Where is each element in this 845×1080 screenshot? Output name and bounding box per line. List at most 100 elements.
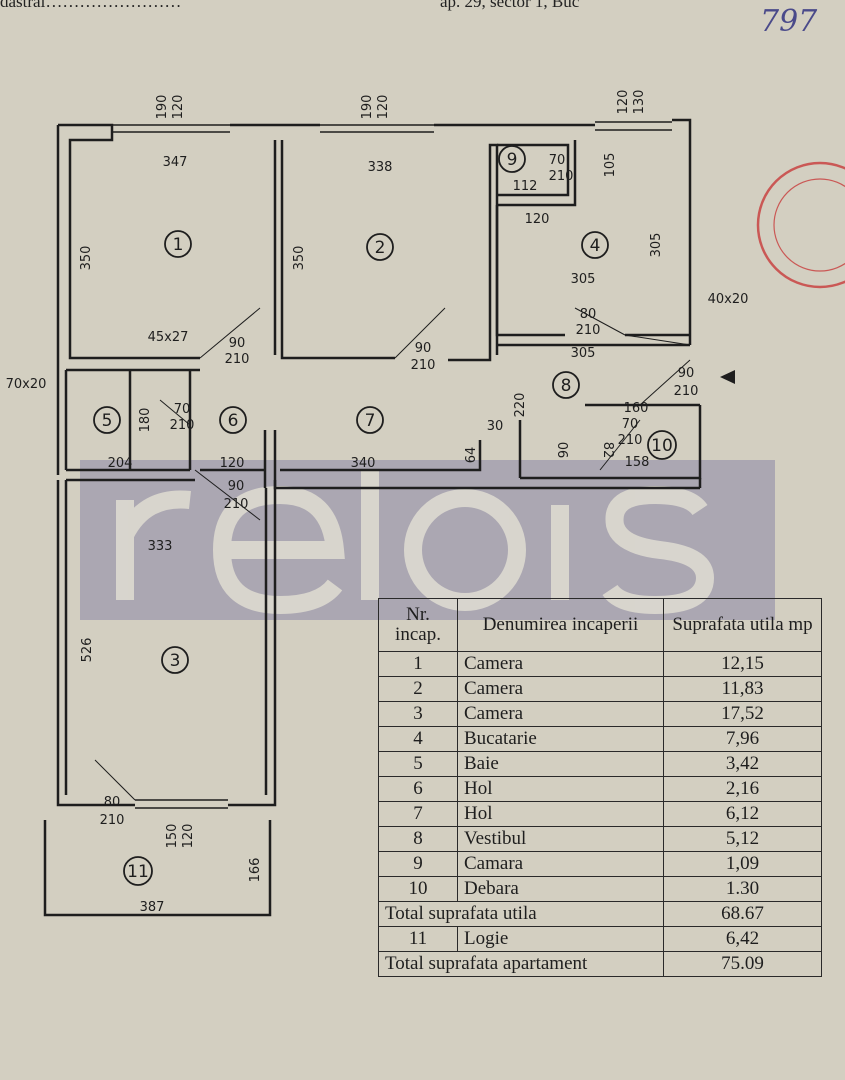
dim: 210 (618, 433, 643, 448)
dim: 190 (360, 95, 375, 120)
cell-area: 1.30 (663, 876, 822, 902)
cell-nr: 10 (378, 876, 458, 902)
col-header-area: Suprafata utila mp (663, 598, 822, 652)
dim: 204 (108, 456, 133, 471)
cell-nr: 5 (378, 751, 458, 777)
dim: 160 (624, 401, 649, 416)
cell-area: 12,15 (663, 651, 822, 677)
dim: 90 (228, 479, 245, 494)
cell-nr: 3 (378, 701, 458, 727)
dim: 387 (140, 900, 165, 915)
cell-nr: 1 (378, 651, 458, 677)
cell-nr: 7 (378, 801, 458, 827)
cell-area: 3,42 (663, 751, 822, 777)
dim: 333 (148, 539, 173, 554)
col-header-nr: Nr. incap. (378, 598, 458, 652)
total-util-label: Total suprafata utila (378, 901, 664, 927)
dim: 70x20 (6, 377, 47, 392)
room-7-label: 7 (365, 411, 376, 431)
dim: 350 (292, 246, 307, 271)
door-swings (94, 307, 691, 801)
dim: 158 (625, 455, 650, 470)
dim: 210 (576, 323, 601, 338)
cell-area: 5,12 (663, 826, 822, 852)
dimension-labels: 190 120 190 120 120 130 347 338 112 70 2… (6, 90, 749, 915)
dim: 120 (616, 90, 631, 115)
room-number-circles (93, 145, 677, 886)
total-apt-value: 75.09 (663, 951, 822, 977)
walls (43, 118, 702, 917)
dim: 90 (678, 366, 695, 381)
cell-name: Camera (457, 701, 664, 727)
cell-name: Hol (457, 776, 664, 802)
dim: 30 (487, 419, 504, 434)
dim: 112 (513, 179, 538, 194)
dim: 210 (225, 352, 250, 367)
cadastral-text: dastral…………………… (0, 0, 182, 11)
handwritten-number: 797 (760, 4, 818, 39)
dim: 90 (557, 442, 572, 459)
cell-area: 11,83 (663, 676, 822, 702)
dim: 210 (674, 384, 699, 399)
dim: 45x27 (148, 330, 189, 345)
dim: 305 (649, 233, 664, 258)
logia-nr: 11 (378, 926, 458, 952)
cell-area: 1,09 (663, 851, 822, 877)
dim: 210 (224, 497, 249, 512)
room-11-label: 11 (127, 862, 149, 882)
total-apt-row: Total suprafata apartament 75.09 (378, 951, 822, 977)
dim: 70 (622, 417, 639, 432)
total-util-value: 68.67 (663, 901, 822, 927)
room-8-label: 8 (561, 376, 572, 396)
dim: 120 (171, 95, 186, 120)
dim: 130 (632, 90, 647, 115)
dim: 80 (580, 307, 597, 322)
total-apt-label: Total suprafata apartament (378, 951, 664, 977)
dim: 120 (376, 95, 391, 120)
dim: 120 (181, 824, 196, 849)
room-1-label: 1 (173, 235, 184, 255)
dim: 210 (411, 358, 436, 373)
dim: 340 (351, 456, 376, 471)
logia-area: 6,42 (663, 926, 822, 952)
dim: 190 (155, 95, 170, 120)
cell-name: Baie (457, 751, 664, 777)
room-numbers: 1 2 3 4 5 6 7 8 9 10 11 (102, 150, 673, 882)
watermark (80, 460, 775, 620)
cell-name: Camara (457, 851, 664, 877)
room-4-label: 4 (590, 236, 601, 256)
dim: 210 (100, 813, 125, 828)
dim: 80 (104, 795, 121, 810)
dim: 70 (174, 402, 191, 417)
dim: 105 (603, 153, 618, 178)
logia-row: 11 Logie 6,42 (378, 926, 822, 952)
cell-nr: 9 (378, 851, 458, 877)
cell-name: Hol (457, 801, 664, 827)
dim: 82 (600, 442, 615, 459)
dim: 220 (513, 393, 528, 418)
entrance-arrow-icon (720, 370, 735, 384)
room-10-label: 10 (651, 436, 673, 456)
cell-nr: 8 (378, 826, 458, 852)
cell-area: 6,12 (663, 801, 822, 827)
dim: 347 (163, 155, 188, 170)
cell-nr: 2 (378, 676, 458, 702)
dim: 166 (248, 858, 263, 883)
address-text: ap. 29, sector 1, Buc (440, 0, 580, 11)
room-area-table: Nr. incap. Denumirea incaperii Suprafata… (378, 598, 822, 977)
dim: 210 (170, 418, 195, 433)
dim: 90 (229, 336, 246, 351)
cell-area: 7,96 (663, 726, 822, 752)
dim: 120 (525, 212, 550, 227)
dim: 350 (79, 246, 94, 271)
dim: 90 (415, 341, 432, 356)
